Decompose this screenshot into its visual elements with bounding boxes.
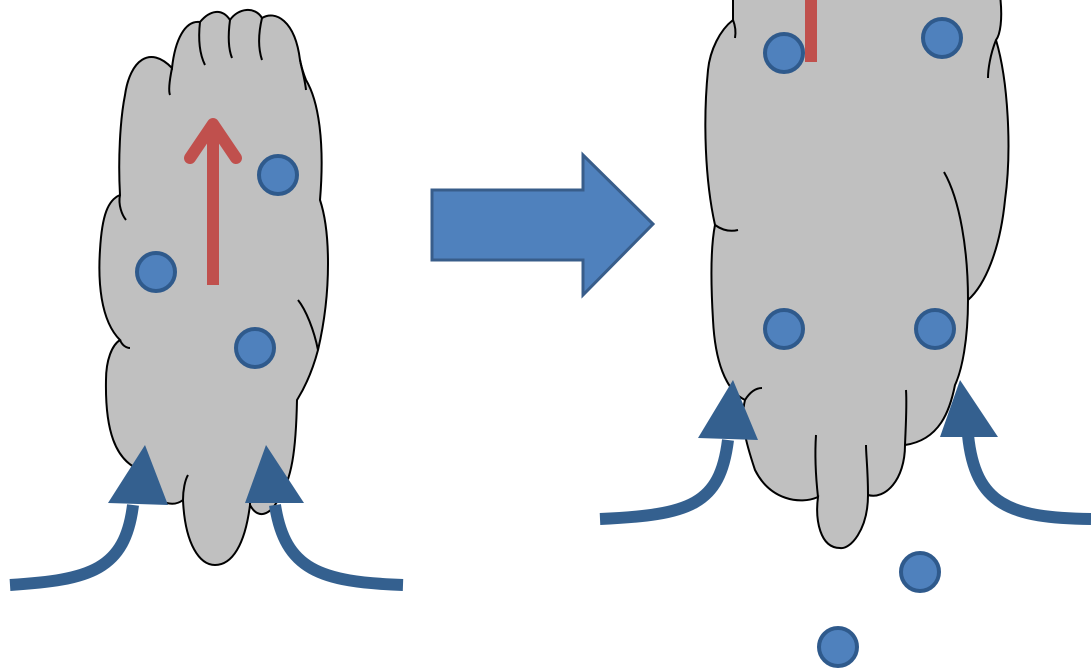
right-block-arrow-icon <box>432 155 653 295</box>
droplet-icon <box>236 329 274 367</box>
cloud-large-icon <box>705 0 1008 548</box>
droplet-icon <box>765 310 803 348</box>
cloud-body <box>705 0 1008 548</box>
inflow-arrow-right-icon <box>245 445 403 585</box>
panel-after <box>600 0 1091 666</box>
inflow-arrow-left-icon <box>600 380 758 519</box>
inflow-arrow-left-icon <box>10 445 168 585</box>
panel-before <box>10 10 403 585</box>
droplet-icon <box>137 253 175 291</box>
droplet-icon <box>916 310 954 348</box>
droplet-icon <box>765 34 803 72</box>
inflow-arrow-right-icon <box>940 380 1091 519</box>
droplet-icon <box>259 156 297 194</box>
falling-droplet-icon <box>819 628 857 666</box>
droplet-icon <box>923 19 961 57</box>
falling-droplet-icon <box>901 553 939 591</box>
